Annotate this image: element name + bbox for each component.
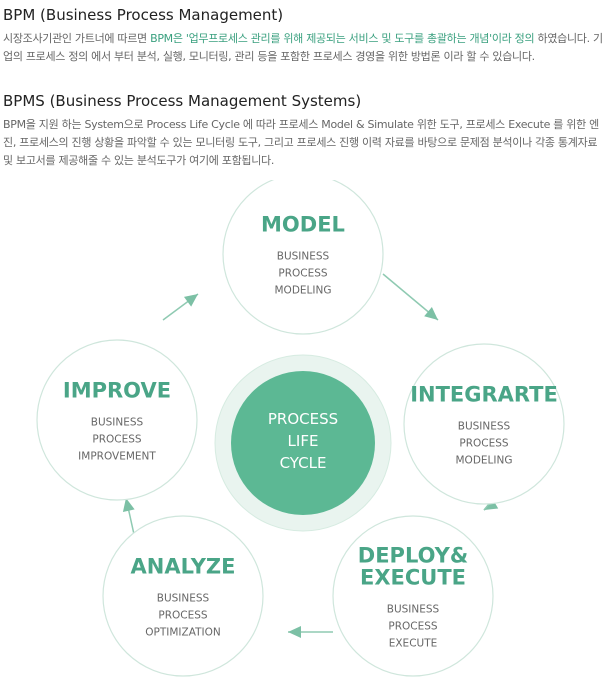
node-model-subtitle: PROCESS xyxy=(278,268,328,280)
node-improve: IMPROVE BUSINESS PROCESS IMPROVEMENT xyxy=(36,339,198,501)
node-improve-subtitle: IMPROVEMENT xyxy=(78,451,156,463)
bpm-description-pre: 시장조사기관인 가트너에 따르면 xyxy=(3,32,151,45)
node-analyze-circle xyxy=(102,515,264,677)
node-deploy-subtitle: BUSINESS xyxy=(387,604,440,616)
bpm-definition-highlight: BPM은 '업무프로세스 관리를 위해 제공되는 서비스 및 도구를 총괄하는 … xyxy=(150,32,535,45)
node-deploy-subtitle: PROCESS xyxy=(388,621,438,633)
center-circle xyxy=(231,371,375,515)
node-improve-subtitle: BUSINESS xyxy=(91,417,144,429)
node-improve-circle xyxy=(36,339,198,501)
center-process-life-cycle: PROCESS LIFE CYCLE xyxy=(214,354,392,532)
arrow-improve-to-model-arrowhead xyxy=(183,294,198,307)
node-model-title: MODEL xyxy=(261,213,345,237)
center-label-line: CYCLE xyxy=(280,454,327,472)
node-integrate-subtitle: MODELING xyxy=(456,455,513,467)
node-deploy-circle xyxy=(332,515,494,677)
node-analyze-subtitle: PROCESS xyxy=(158,610,208,622)
arrow-deploy-to-analyze-arrowhead xyxy=(288,626,301,638)
bpm-description: 시장조사기관인 가트너에 따르면 BPM은 '업무프로세스 관리를 위해 제공되… xyxy=(3,30,605,66)
node-analyze-subtitle: BUSINESS xyxy=(157,593,210,605)
node-model-subtitle: MODELING xyxy=(275,285,332,297)
bpms-description: BPM을 지원 하는 System으로 Process Life Cycle 에… xyxy=(3,118,599,167)
node-analyze-title: ANALYZE xyxy=(131,555,236,579)
node-integrate-circle xyxy=(403,343,565,505)
node-model-subtitle: BUSINESS xyxy=(277,251,330,263)
center-label-line: LIFE xyxy=(288,432,319,450)
center-label-line: PROCESS xyxy=(268,410,338,428)
cycle-connectors xyxy=(122,273,499,638)
node-integrate-subtitle: BUSINESS xyxy=(458,421,511,433)
node-analyze-subtitle: OPTIMIZATION xyxy=(145,627,220,639)
node-improve-title: IMPROVE xyxy=(63,379,171,403)
node-integrate: INTEGRARTE BUSINESS PROCESS MODELING xyxy=(403,343,565,505)
bpms-title: BPMS (Business Process Management System… xyxy=(3,92,362,110)
bpm-description-post: 하였습니다. 기업의 프로세스 정의 에서 부터 분석, 실행, 모니터링, 관… xyxy=(3,32,603,63)
node-deploy: DEPLOY&EXECUTE BUSINESS PROCESS EXECUTE xyxy=(332,515,494,677)
node-model-circle xyxy=(222,180,384,335)
node-model: MODEL BUSINESS PROCESS MODELING xyxy=(222,180,384,335)
node-integrate-title: INTEGRARTE xyxy=(410,383,558,407)
node-deploy-subtitle: EXECUTE xyxy=(389,638,438,650)
cycle-nodes: MODEL BUSINESS PROCESS MODELING INTEGRARTE BU… xyxy=(36,180,565,677)
node-integrate-subtitle: PROCESS xyxy=(459,438,509,450)
node-deploy-title: DEPLOY& xyxy=(358,544,468,568)
arrow-analyze-to-improve-arrowhead xyxy=(122,498,135,512)
node-deploy-title: EXECUTE xyxy=(360,566,466,590)
bpm-title: BPM (Business Process Management) xyxy=(3,6,284,24)
node-improve-subtitle: PROCESS xyxy=(92,434,142,446)
node-analyze: ANALYZE BUSINESS PROCESS OPTIMIZATION xyxy=(102,515,264,677)
arrow-model-to-integrate-arrowhead xyxy=(424,307,438,320)
